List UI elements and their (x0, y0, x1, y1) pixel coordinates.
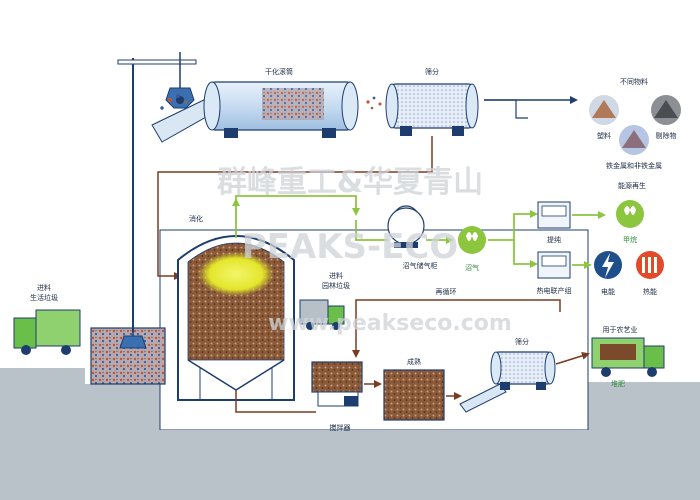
maturation-pile (383, 369, 445, 421)
biogas-to-holder-arrow (235, 195, 360, 216)
biogas-tank-label: 沼气储气柜 (403, 261, 438, 270)
chp-label: 热电联产组 (537, 286, 572, 295)
agriculture-label: 用于农艺业 (603, 325, 638, 334)
compost-label: 堆肥 (611, 379, 625, 388)
rejects-pile-icon (651, 95, 681, 125)
plastic-label: 塑料 (597, 131, 611, 140)
grab-crane-icon (119, 320, 147, 349)
mixer-label: 搅拌器 (330, 423, 351, 432)
grab-crane-icon (165, 87, 195, 109)
methane-icon (616, 200, 644, 228)
feed-household-label: 进料 (37, 283, 51, 292)
garbage-truck-icon (13, 309, 81, 355)
garbage-truck-icon (299, 299, 345, 330)
purifier-unit (537, 201, 571, 229)
maturation-label: 成熟 (407, 357, 421, 366)
recirculation-label: 再循环 (436, 287, 457, 296)
metals-label: 铁金属和非铁金属 (606, 161, 662, 170)
feed-garden-label: 进料 (329, 271, 343, 280)
metal-pile-icon (619, 125, 649, 155)
screening-bottom-label: 筛分 (515, 337, 529, 346)
gas-holder-icon (387, 205, 425, 248)
energy-regen-label: 能源再生 (618, 181, 646, 190)
household-waste-label: 生活垃圾 (30, 293, 58, 302)
compost-truck-icon (591, 337, 665, 377)
trommel-screen-icon (385, 83, 479, 136)
heat-label: 热能 (643, 287, 657, 296)
biogas-label: 沼气 (465, 263, 479, 272)
screening-top-label: 筛分 (425, 67, 439, 76)
dryer-output-particles (366, 96, 382, 110)
electricity-label: 电能 (601, 287, 615, 296)
trommel-screen-icon (490, 351, 556, 390)
chp-unit (537, 251, 571, 279)
biogas-icon (458, 226, 486, 254)
digestion-label: 消化 (189, 214, 203, 223)
heat-radiator-icon (636, 251, 664, 279)
watermark-url: www.peakseco.com (268, 311, 512, 336)
purify-label: 提纯 (547, 235, 561, 244)
watermark-brand: PEAKS-ECO (242, 227, 458, 267)
different-materials-label: 不同物料 (620, 77, 648, 86)
watermark-cn: 群峰重工&华夏青山 (217, 165, 483, 200)
ground-base (0, 430, 700, 500)
garden-waste-label: 园林垃圾 (322, 281, 350, 290)
lightning-icon (594, 251, 622, 279)
flow-organic-to-digester (157, 136, 433, 280)
plastic-pile-icon (589, 95, 619, 125)
drum-dryer-label: 干化滚筒 (265, 67, 293, 76)
rejects-label: 剔除物 (656, 131, 677, 140)
bottom-conveyor (459, 383, 507, 413)
methane-label: 甲烷 (623, 235, 637, 244)
mixer-icon (311, 361, 363, 407)
recirculation-arrow (352, 299, 561, 358)
drum-dryer-icon (203, 81, 359, 138)
